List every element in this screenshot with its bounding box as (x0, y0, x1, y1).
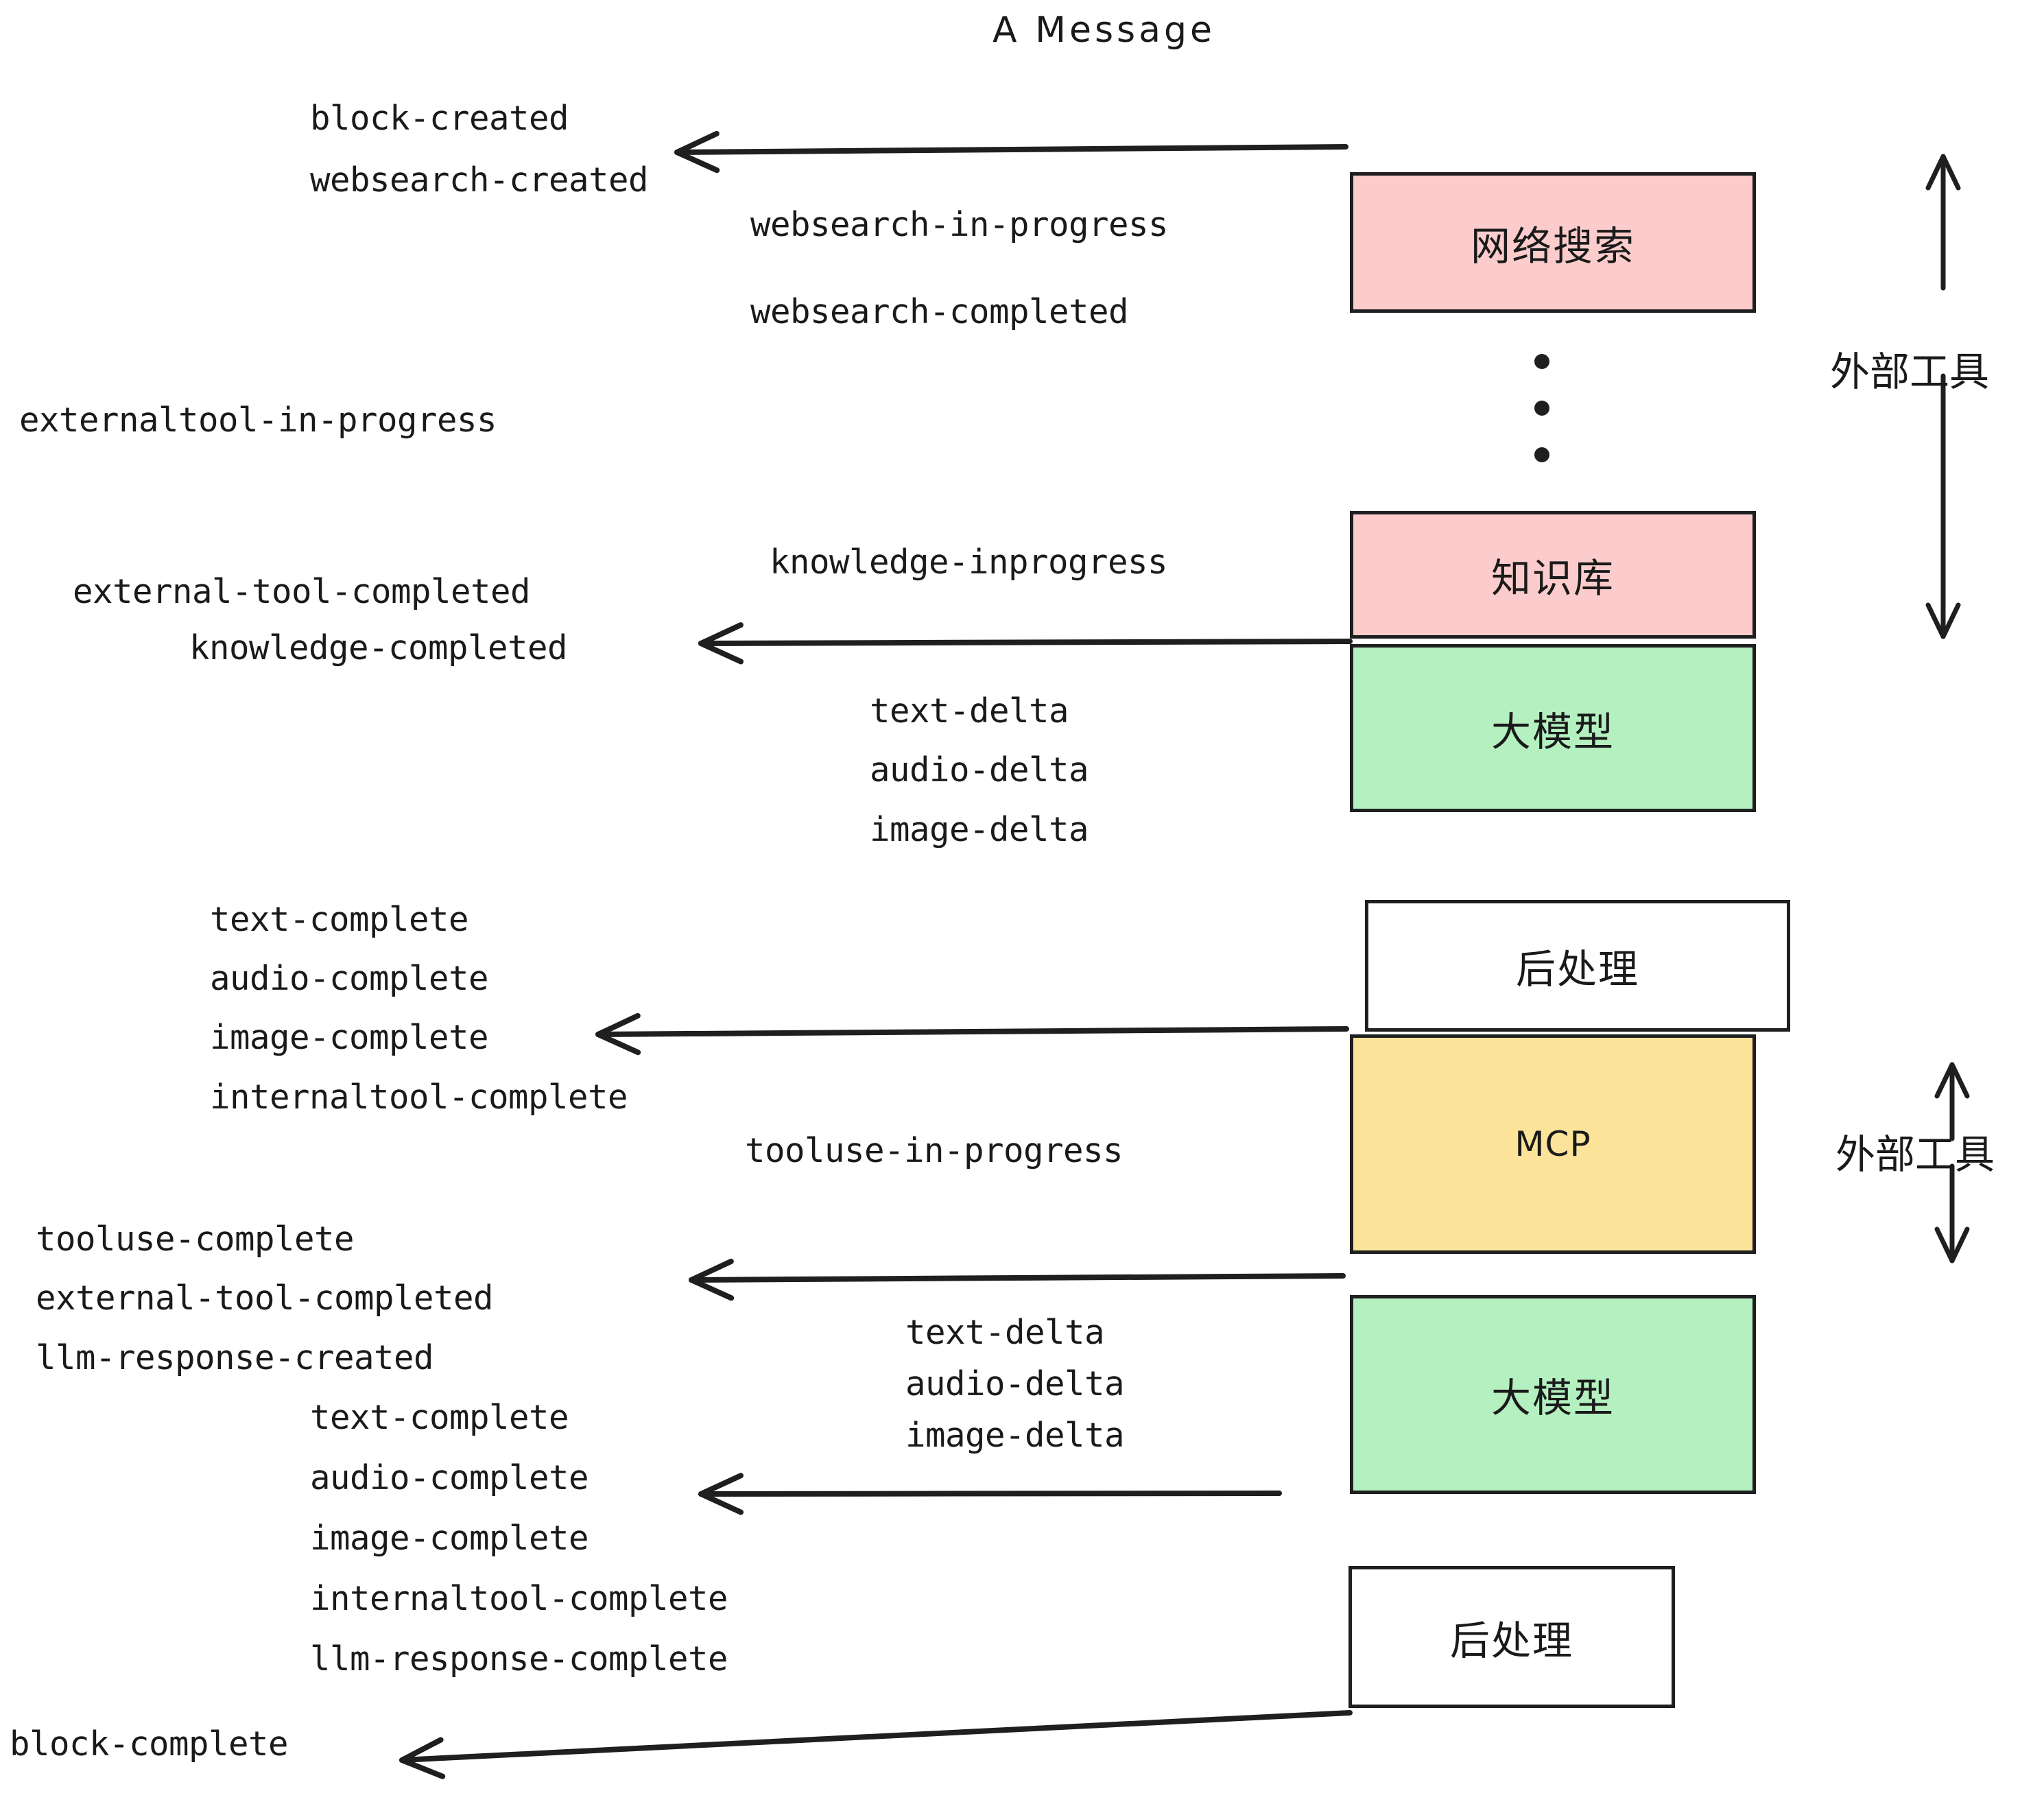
event-label-external-tool-completed-2: external-tool-completed (36, 1279, 494, 1318)
node-knowledgebase: 知识库 (1350, 511, 1756, 639)
page-title: A Message (993, 10, 1216, 51)
node-websearch: 网络搜索 (1350, 172, 1756, 313)
arrow-tooluse-complete-line (689, 1273, 1346, 1283)
event-label-image-complete-1: image-complete (210, 1018, 489, 1057)
event-label-websearch-completed: websearch-completed (750, 292, 1129, 331)
node-label: 大模型 (1490, 708, 1615, 755)
arrow-audio-complete-line (698, 1491, 1282, 1497)
arrow-knowledge-completed-line (698, 639, 1353, 646)
event-label-audio-delta-2: audio-delta (905, 1364, 1125, 1403)
node-postprocess-bottom: 后处理 (1348, 1566, 1675, 1708)
ellipsis-dot-1 (1534, 354, 1549, 369)
event-label-block-created: block-created (310, 99, 569, 138)
event-label-llm-response-created: llm-response-created (36, 1338, 434, 1377)
node-label: 大模型 (1490, 1375, 1615, 1421)
event-label-internaltool-complete-1: internaltool-complete (210, 1078, 628, 1117)
event-label-websearch-in-progress: websearch-in-progress (750, 205, 1169, 244)
event-label-tooluse-in-progress: tooluse-in-progress (745, 1131, 1124, 1170)
arrow-block-created-head (674, 130, 720, 174)
event-label-llm-response-complete: llm-response-complete (310, 1639, 728, 1678)
annotation-external-tool-top: 外部工具 (1830, 348, 1990, 395)
arrow-block-complete-head (399, 1737, 446, 1779)
arrow-image-complete-line (595, 1026, 1349, 1037)
event-label-externaltool-in-progress: externaltool-in-progress (19, 401, 497, 440)
arrow-block-created-line (674, 144, 1348, 155)
event-label-websearch-created: websearch-created (310, 161, 649, 200)
arrow-audio-complete-head (698, 1473, 744, 1515)
node-llm-bottom: 大模型 (1350, 1295, 1756, 1494)
node-mcp: MCP (1350, 1034, 1756, 1254)
scope-arrow-bot-down-head (1934, 1226, 1970, 1263)
ellipsis-dot-2 (1534, 401, 1549, 416)
event-label-audio-complete-2: audio-complete (310, 1458, 589, 1497)
scope-arrow-top-down-head (1925, 602, 1961, 639)
node-label: 后处理 (1515, 946, 1639, 993)
node-label: MCP (1514, 1124, 1591, 1164)
arrow-block-complete-line (399, 1710, 1353, 1763)
annotation-external-tool-bottom: 外部工具 (1835, 1131, 1995, 1178)
event-label-text-delta-2: text-delta (905, 1313, 1105, 1352)
event-label-text-complete-2: text-complete (310, 1398, 569, 1437)
event-label-text-delta-1: text-delta (870, 691, 1069, 731)
event-label-knowledge-completed: knowledge-completed (189, 628, 568, 667)
event-label-image-delta-1: image-delta (870, 810, 1089, 849)
event-label-block-complete: block-complete (10, 1724, 289, 1764)
node-label: 网络搜索 (1470, 222, 1635, 270)
event-label-knowledge-inprogress: knowledge-inprogress (770, 543, 1168, 582)
event-label-image-complete-2: image-complete (310, 1519, 589, 1558)
node-postprocess-top: 后处理 (1365, 900, 1790, 1032)
ellipsis-dot-3 (1534, 447, 1549, 462)
arrow-tooluse-complete-head (689, 1258, 735, 1301)
event-label-audio-complete-1: audio-complete (210, 959, 489, 998)
event-label-image-delta-2: image-delta (905, 1416, 1125, 1455)
event-label-external-tool-completed-1: external-tool-completed (73, 572, 531, 611)
node-label: 后处理 (1449, 1617, 1573, 1664)
scope-arrow-bot-up-head (1934, 1062, 1970, 1099)
arrow-knowledge-completed-head (698, 622, 744, 665)
event-label-internaltool-complete-2: internaltool-complete (310, 1579, 728, 1618)
arrow-image-complete-head (595, 1012, 641, 1056)
event-label-audio-delta-1: audio-delta (870, 750, 1089, 790)
scope-arrow-top-up-head (1925, 154, 1961, 191)
node-label: 知识库 (1490, 555, 1615, 602)
event-label-text-complete-1: text-complete (210, 900, 469, 939)
node-llm-top: 大模型 (1350, 644, 1756, 812)
event-label-tooluse-complete: tooluse-complete (36, 1220, 355, 1259)
